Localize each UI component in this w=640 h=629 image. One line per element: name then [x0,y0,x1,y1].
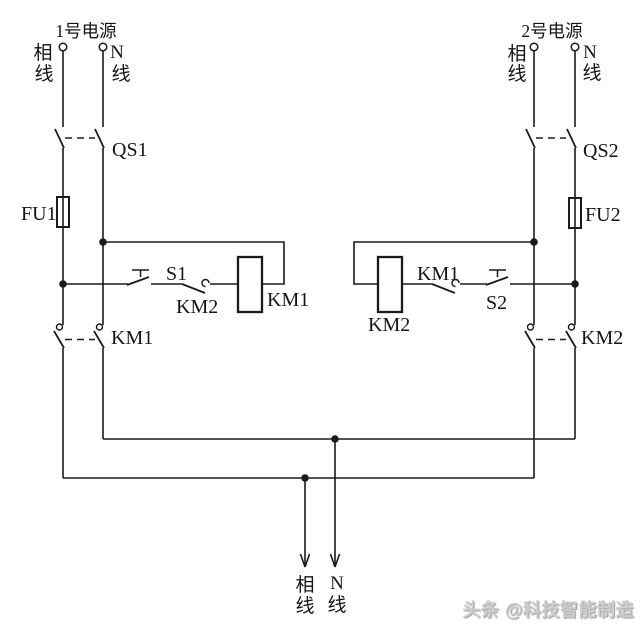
km2-main-contact-circle-right [567,323,576,331]
output-phase-label-bottom: 线 [295,595,314,617]
s1-handle [132,269,149,277]
watermark-text: 头条 @科技智能制造 [462,600,634,620]
km1-nc-blade [431,283,456,294]
labels: 1号电源 相 线 N 线 2号电源 相 线 N 线 QS1 QS2 FU1 FU… [21,21,623,617]
km2-main-blades [524,330,577,349]
junction-dot [571,280,579,288]
junction-dots [59,238,579,482]
supply-terminals [58,42,580,52]
km1-main-contact-circle-left [55,323,64,331]
km2-interlock-label: KM2 [176,296,218,318]
supply1-neutral-label-top: N [110,42,124,63]
km1-interlock-label: KM1 [417,263,459,285]
junction-dot [331,435,339,443]
fu2-fuse-symbol [568,197,582,229]
supply1-phase-label-top: 相 [33,42,52,64]
terminal-phase2 [529,42,539,52]
terminal-phase1 [58,42,68,52]
terminal-neutral2 [570,42,580,52]
fu2-label: FU2 [585,204,621,226]
km1-nc-hook [451,278,460,288]
wires [62,51,576,568]
km1-coil-label: KM1 [267,289,309,311]
junction-dot [301,474,309,482]
km2-nc-blade [181,283,206,294]
km2-main-label: KM2 [581,327,623,349]
wire-lines [62,51,576,566]
output-arrowheads [299,553,341,568]
km2-main-contact-circle-left [526,323,535,331]
km1-coil-symbol [236,255,264,314]
supply1-neutral-label-bottom: 线 [111,63,130,85]
s1-switch-symbol [126,269,150,286]
switch-blades [53,128,577,349]
km2-nc-contact-symbol [181,278,210,294]
fu1-fuse-symbol [56,196,70,228]
junction-dot [99,238,107,246]
terminal-neutral1 [98,42,108,52]
supply2-title: 2号电源 [521,21,582,41]
s2-handle [489,269,506,277]
km1-nc-contact-symbol [431,278,460,294]
junction-dot [530,238,538,246]
supply2-neutral-label-top: N [583,42,597,63]
supply2-phase-label-top: 相 [507,43,526,65]
s1-blade [126,276,150,286]
km2-coil-symbol [376,255,404,314]
qs2-blades [525,128,577,149]
output-neutral-label-top: N [330,573,344,594]
supply2-neutral-label-bottom: 线 [582,62,601,84]
km1-main-contact-circle-right [95,323,104,331]
qs2-label: QS2 [583,140,619,162]
s2-blade [485,276,509,286]
mechanical-link-dashes [65,137,566,341]
km2-nc-hook [201,278,210,288]
km1-main-label: KM1 [111,327,153,349]
km1-main-blades [53,330,105,349]
supply1-phase-label-bottom: 线 [34,63,53,85]
s2-label: S2 [486,292,507,314]
s1-label: S1 [166,263,187,285]
qs1-label: QS1 [112,139,148,161]
output-phase-label-top: 相 [295,574,314,596]
qs1-blades [54,128,105,149]
km2-coil-label: KM2 [368,314,410,336]
supply1-title: 1号电源 [55,21,116,41]
junction-dot [59,280,67,288]
fu1-label: FU1 [21,203,57,225]
s2-switch-symbol [485,269,509,286]
output-neutral-label-bottom: 线 [327,594,346,616]
supply2-phase-label-bottom: 线 [507,63,526,85]
